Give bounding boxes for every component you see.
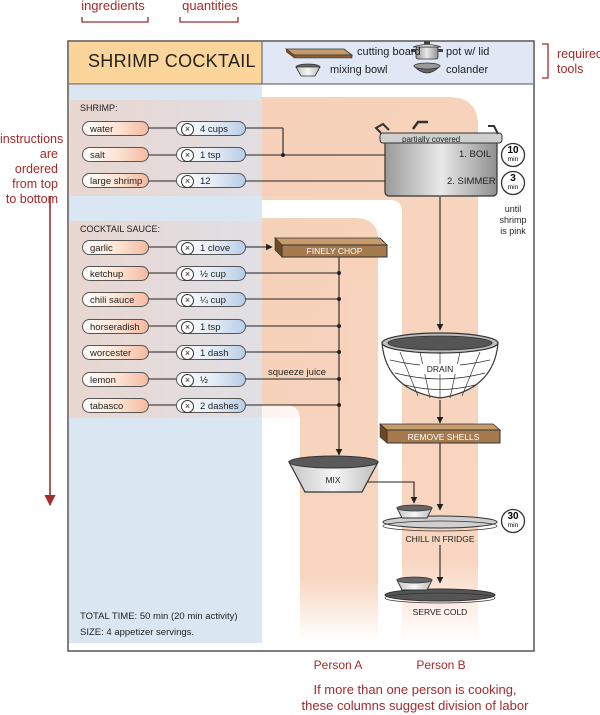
simmer-timer bbox=[500, 170, 526, 196]
quantity-chili-sauce: ×¼ cup bbox=[176, 292, 246, 307]
quantity-tabasco: ×2 dashes bbox=[176, 398, 246, 413]
mixing-bowl-icon bbox=[295, 63, 321, 77]
tool-cutting-board: cutting board bbox=[357, 46, 421, 58]
until-shrimp-pink-note: until shrimp is pink bbox=[499, 204, 527, 236]
cutting-board-icon bbox=[284, 48, 354, 59]
recipe-title: SHRIMP COCKTAIL bbox=[88, 51, 256, 71]
times-icon: × bbox=[181, 347, 194, 360]
quantity-worcester: ×1 dash bbox=[176, 345, 246, 360]
boil-timer bbox=[500, 142, 526, 168]
step-drain: DRAIN bbox=[420, 364, 460, 374]
times-icon: × bbox=[181, 175, 194, 188]
step-finely-chop: FINELY CHOP bbox=[306, 246, 363, 256]
remove-shells-board bbox=[378, 423, 502, 444]
ingredient-ketchup: ketchup bbox=[82, 266, 149, 281]
pot-lid-icon bbox=[411, 41, 443, 60]
step-remove-shells: REMOVE SHELLS bbox=[407, 432, 480, 442]
ingredient-worcester: worcester bbox=[82, 345, 149, 360]
ingredient-tabasco: tabasco bbox=[82, 398, 149, 413]
quantity-garlic: ×1 clove bbox=[176, 240, 246, 255]
tool-colander: colander bbox=[446, 64, 489, 76]
instructions-annotation: instructions are ordered from top to bot… bbox=[0, 132, 64, 206]
times-icon: × bbox=[181, 374, 194, 387]
person-b-label: Person B bbox=[416, 658, 466, 672]
required-tools-annotation: required tools bbox=[557, 47, 600, 76]
times-icon: × bbox=[181, 242, 194, 255]
serve-plate bbox=[384, 576, 496, 604]
times-icon: × bbox=[181, 321, 194, 334]
finely-chop-board bbox=[274, 237, 388, 258]
ingredient-lemon: lemon bbox=[82, 372, 149, 387]
times-icon: × bbox=[181, 149, 194, 162]
step-chill: CHILL IN FRIDGE bbox=[405, 534, 475, 544]
ingredient-garlic: garlic bbox=[82, 240, 149, 255]
person-b-column bbox=[262, 97, 478, 640]
times-icon: × bbox=[181, 400, 194, 413]
quantity-horseradish: ×1 tsp bbox=[176, 319, 246, 334]
annotation-brackets bbox=[81, 17, 549, 79]
division-of-labor-note: If more than one person is cooking, thes… bbox=[301, 682, 529, 713]
ingredient-water: water bbox=[82, 121, 149, 136]
tool-mixing-bowl: mixing bowl bbox=[330, 64, 388, 76]
partially-covered-label: partially covered bbox=[402, 135, 461, 144]
times-icon: × bbox=[181, 123, 194, 136]
person-a-label: Person A bbox=[313, 658, 363, 672]
ingredient-salt: salt bbox=[82, 147, 149, 162]
boil-pot bbox=[374, 120, 503, 197]
chill-time: 30 min bbox=[507, 511, 519, 530]
ingredient-large-shrimp: large shrimp bbox=[82, 173, 149, 188]
squeeze-juice-label: squeeze juice bbox=[268, 367, 327, 378]
ingredient-horseradish: horseradish bbox=[82, 319, 149, 334]
step-serve: SERVE COLD bbox=[412, 607, 468, 617]
total-time: TOTAL TIME: 50 min (20 min activity) bbox=[80, 611, 238, 622]
sauce-section-label: COCKTAIL SAUCE: bbox=[80, 224, 161, 234]
chill-timer bbox=[500, 508, 526, 534]
mix-bowl bbox=[288, 455, 379, 493]
times-icon: × bbox=[181, 294, 194, 307]
ingredient-chili-sauce: chili sauce bbox=[82, 292, 149, 307]
drain-colander bbox=[381, 332, 499, 399]
serving-size: SIZE: 4 appetizer servings. bbox=[80, 627, 195, 638]
simmer-time: 3 min bbox=[507, 173, 519, 192]
quantity-water: ×4 cups bbox=[176, 121, 246, 136]
quantity-ketchup: ×½ cup bbox=[176, 266, 246, 281]
quantity-lemon: ×½ bbox=[176, 372, 246, 387]
ingredients-annotation: ingredients bbox=[81, 0, 145, 13]
chill-plate bbox=[382, 504, 498, 532]
tool-pot: pot w/ lid bbox=[446, 46, 490, 58]
shrimp-section-label: SHRIMP: bbox=[80, 103, 118, 113]
step-mix: MIX bbox=[325, 475, 341, 485]
boil-time: 10 min bbox=[507, 145, 519, 164]
quantities-annotation: quantities bbox=[182, 0, 238, 13]
colander-icon bbox=[413, 62, 441, 74]
quantity-salt: ×1 tsp bbox=[176, 147, 246, 162]
times-icon: × bbox=[181, 268, 194, 281]
title-band bbox=[69, 42, 262, 84]
step-boil: 1. BOIL bbox=[459, 149, 492, 160]
step-simmer: 2. SIMMER bbox=[447, 176, 496, 187]
quantity-large-shrimp: ×12 bbox=[176, 173, 246, 188]
